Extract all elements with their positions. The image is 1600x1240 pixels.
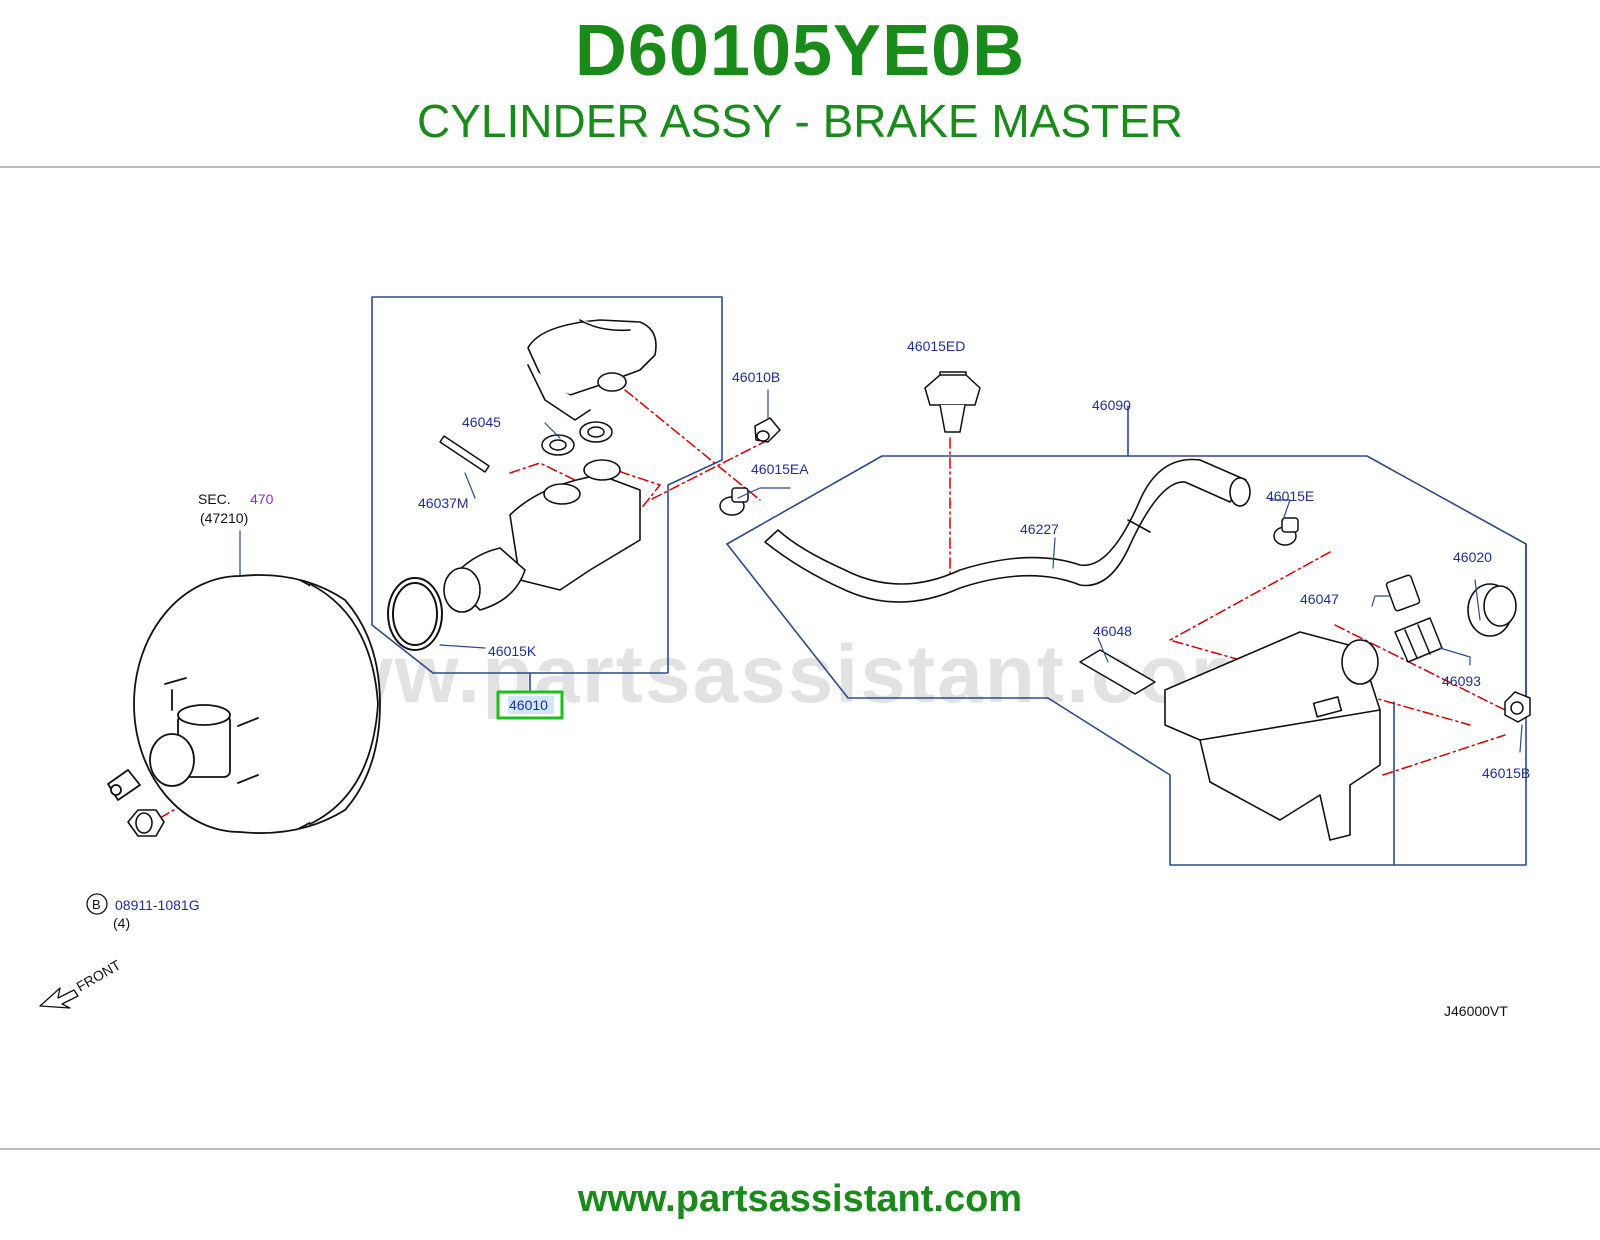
sec-sub: (47210) [200,510,248,526]
clip-46015ed[interactable] [924,371,981,433]
reservoir-tank-46090[interactable] [1164,631,1381,841]
label-leaders [239,389,1523,753]
master-cylinder-body[interactable] [443,459,641,613]
hose-46227[interactable] [764,458,1251,603]
callout-46010[interactable]: 46010 [496,690,564,720]
label-bolt-qty: (4) [113,915,130,931]
bolt-callout[interactable]: B 08911-1081G (4) [86,893,200,931]
nut-46015b[interactable] [1504,691,1531,723]
bolt-nut-08911[interactable] [127,809,165,837]
collar-46047[interactable] [1385,574,1421,612]
label-46015b[interactable]: 46015B [1482,765,1530,781]
label-46015e[interactable]: 46015E [1266,488,1314,504]
footer-divider [0,1148,1600,1150]
clamp-46015e[interactable] [1273,517,1299,546]
footer-url[interactable]: www.partsassistant.com [577,1178,1023,1220]
label-46015ea[interactable]: 46015EA [751,461,809,477]
section-reference[interactable]: SEC. 470 (47210) [198,491,274,526]
label-46010: 46010 [509,697,548,713]
drawing-code: J46000VT [1444,1003,1508,1019]
front-arrow-icon [39,987,79,1009]
label-46010b[interactable]: 46010B [732,369,780,385]
reservoir-group-box [726,405,1527,866]
label-46090[interactable]: 46090 [1092,397,1131,413]
label-46047[interactable]: 46047 [1300,591,1339,607]
insulator-46048[interactable] [1079,649,1156,695]
brake-booster[interactable] [107,574,381,834]
sec-number[interactable]: 470 [250,491,274,507]
sec-prefix: SEC. [198,491,231,507]
cap-46020[interactable] [1467,583,1517,637]
label-46045[interactable]: 46045 [462,414,501,430]
part-number-title: D60105YE0B [574,11,1026,91]
master-cylinder-reservoir[interactable] [527,319,657,421]
label-46227[interactable]: 46227 [1020,521,1059,537]
part-name-subtitle: CYLINDER ASSY - BRAKE MASTER [416,95,1184,147]
label-bolt: 08911-1081G [115,897,200,913]
label-46037m[interactable]: 46037M [418,495,469,511]
grommets-46045[interactable] [541,421,613,456]
bolt-marker-circle [86,893,108,915]
label-46093[interactable]: 46093 [1442,673,1481,689]
label-46048[interactable]: 46048 [1093,623,1132,639]
label-46020[interactable]: 46020 [1453,549,1492,565]
header-divider [0,166,1600,168]
grommet-46010b[interactable] [754,417,781,443]
parts-diagram: www.partsassistant.com [39,296,1531,1019]
front-label: FRONT [74,956,124,994]
bolt-marker-letter: B [92,897,101,912]
pin-46037m[interactable] [439,435,490,473]
clamp-46015ea[interactable] [719,487,749,516]
strainer-46093[interactable] [1394,617,1443,663]
o-ring-46015k[interactable] [387,577,443,651]
label-46015ed[interactable]: 46015ED [907,338,965,354]
label-46015k[interactable]: 46015K [488,643,537,659]
